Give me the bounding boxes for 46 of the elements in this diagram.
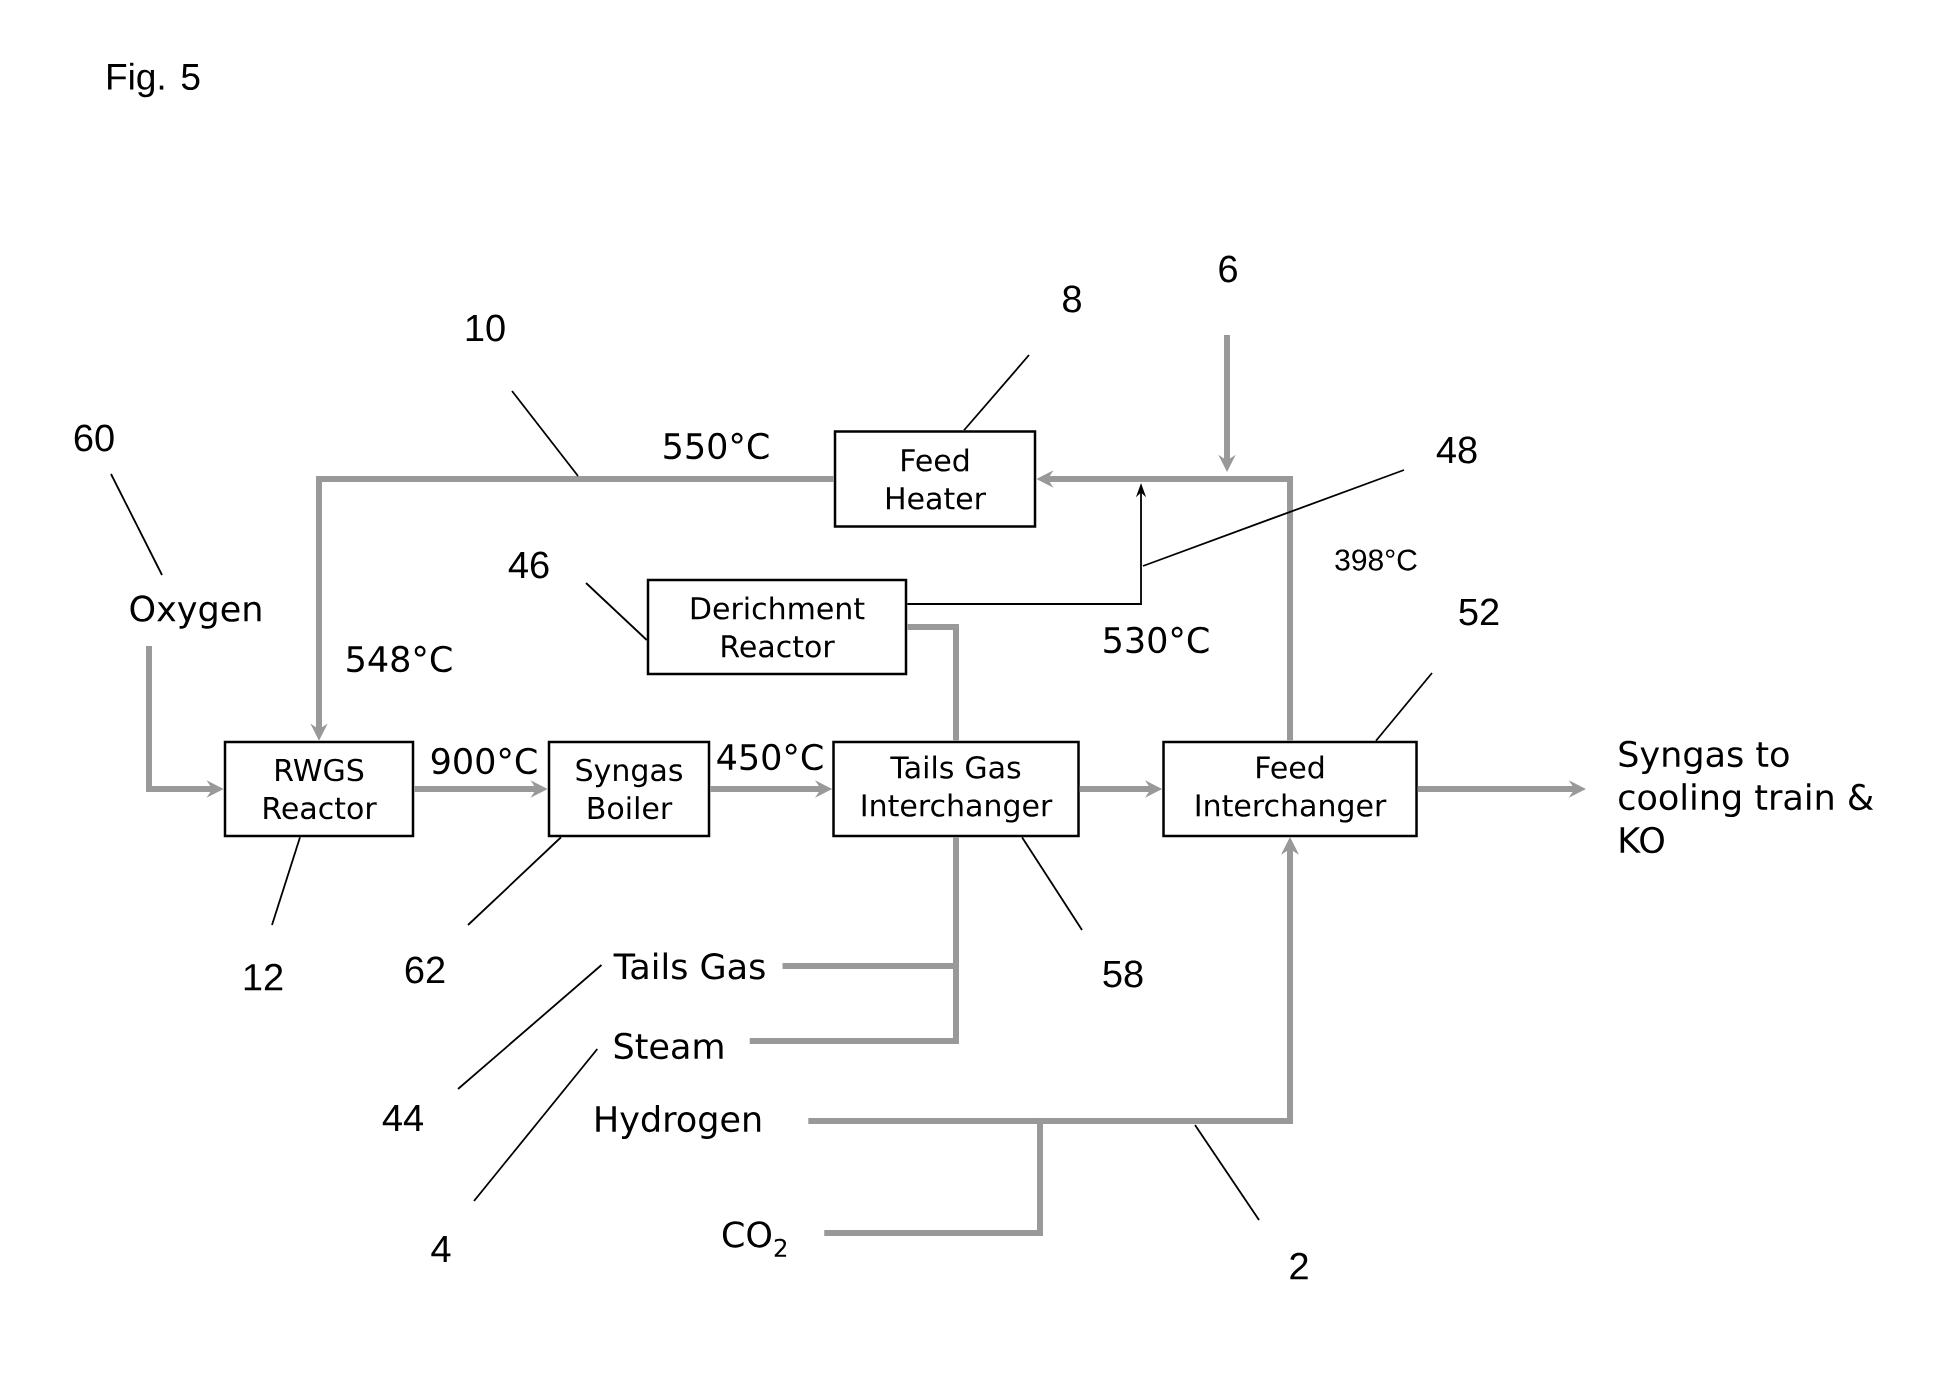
pipe-line <box>749 837 959 1044</box>
leader-line <box>473 1048 599 1202</box>
temperature-label: 900°C <box>431 747 537 775</box>
leader-line <box>467 836 562 926</box>
leader-line <box>963 354 1030 432</box>
reference-number: 6 <box>1219 255 1237 283</box>
reference-number: 48 <box>1436 436 1477 464</box>
process-box: RWGS Reactor <box>223 740 415 838</box>
leader-line <box>1142 469 1405 567</box>
process-box: Syngas Boiler <box>547 740 711 838</box>
stream-label: Tails Gas <box>613 952 765 980</box>
reference-number: 2 <box>1290 1252 1308 1280</box>
leader-line <box>1021 836 1083 931</box>
reference-number: 44 <box>382 1104 424 1132</box>
leader-line <box>110 473 163 576</box>
reference-number: 46 <box>508 551 549 579</box>
leader-line <box>457 964 603 1090</box>
stream-label: Syngas to cooling train & KO <box>1619 740 1874 854</box>
reference-number: 52 <box>1459 598 1499 626</box>
stream-label: Hydrogen <box>596 1105 761 1139</box>
temperature-label: 398°C <box>1335 549 1417 571</box>
reference-number: 8 <box>1063 285 1081 313</box>
leader-line <box>511 390 579 477</box>
stream-label: Oxygen <box>130 595 261 629</box>
temperature-label: 548°C <box>347 645 452 673</box>
process-box: Derichment Reactor <box>646 578 908 676</box>
reference-number: 62 <box>405 956 445 984</box>
process-box: Feed Heater <box>833 430 1037 528</box>
pipe-line <box>907 624 959 741</box>
reference-number: 4 <box>431 1235 451 1263</box>
reference-number: 58 <box>1103 960 1143 988</box>
leader-line <box>271 836 301 926</box>
reference-number: 12 <box>244 963 283 991</box>
process-box: Feed Interchanger <box>1162 740 1418 838</box>
temperature-label: 550°C <box>664 432 769 460</box>
reference-number: 60 <box>74 424 114 452</box>
temperature-label: 450°C <box>717 743 823 771</box>
stream-label: Steam <box>614 1032 723 1060</box>
figure-label: Fig. 5 <box>108 62 200 98</box>
leader-line <box>585 582 648 641</box>
process-box: Tails Gas Interchanger <box>832 740 1080 838</box>
leader-line <box>1194 1124 1260 1221</box>
temperature-label: 530°C <box>1104 626 1209 654</box>
reference-number: 10 <box>466 314 505 342</box>
leader-line <box>1375 672 1433 742</box>
stream-label: CO$_{2}$ <box>722 1221 787 1257</box>
